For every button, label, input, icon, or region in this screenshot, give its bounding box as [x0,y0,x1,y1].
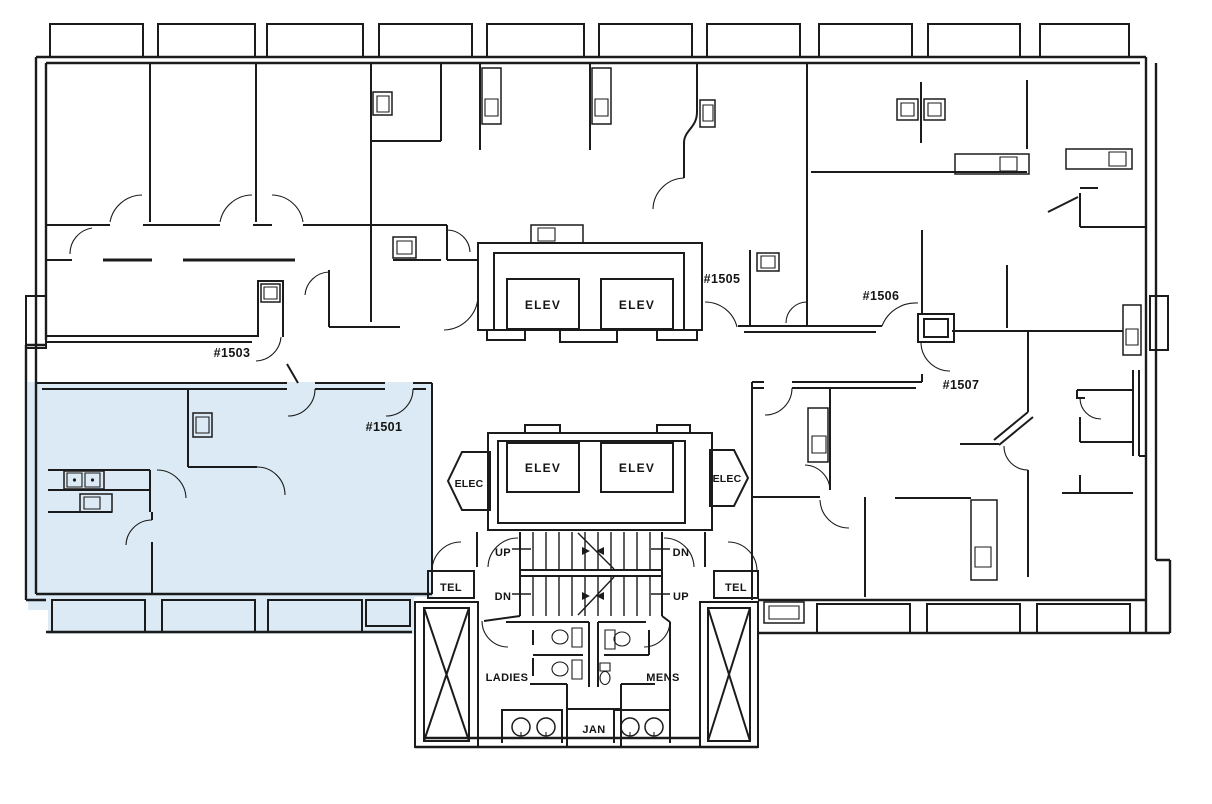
ladies-room-label: LADIES [486,672,529,684]
elevator-core-lower [446,424,750,531]
tel-label-left: TEL [440,582,462,594]
stair-enclosure-path [476,532,706,616]
janitor-closet [566,708,622,748]
toilet-bowl-icon [551,661,569,677]
toilet-tanks-path [571,627,616,680]
restroom-walls-path [483,615,671,743]
left-wing-walls-path [46,63,698,384]
labels: #1503 #1501 #1505 #1506 #1507 ELEV ELEV … [214,272,980,736]
elevator-label: ELEV [619,298,655,312]
lower-elevator-car-1 [506,442,580,493]
sink-dot-icon [72,478,77,482]
stairs-down-label: DN [495,591,512,603]
urinal-icon [599,670,611,686]
elec-label-right: ELEC [713,473,742,485]
lower-core-outline-path [487,424,713,531]
window-bays-path [25,23,1169,634]
fixture-inner-path [66,95,1139,620]
stairs-up-label: UP [673,591,689,603]
elevator-label: ELEV [525,461,561,475]
elec-label-left: ELEC [455,478,484,490]
sink-drains-path [520,732,655,736]
door-arcs-path [69,177,1102,648]
stairwell [476,532,706,616]
entry-box-path [917,313,955,343]
upper-core-outline-path [477,242,703,343]
stairs-up-label: UP [495,547,511,559]
sink-dot-icon [90,478,95,482]
upper-elevator-car-1 [506,278,580,330]
elevator-core-upper [477,242,703,343]
lower-elevator-car-2 [600,442,674,493]
toilet-bowl-icon [551,629,569,645]
stair-treads-path [512,532,670,616]
unit-label-1507: #1507 [943,378,980,392]
convector-fixtures [63,67,1142,624]
fixture-outer-path [63,67,1142,624]
toilet-bowl-icon [613,631,631,647]
upper-elevator-car-2 [600,278,674,330]
stair-direction-arrows [582,547,604,600]
service-shafts [414,570,759,748]
lavatory-sinks [511,717,664,737]
tel-closet-right [713,570,759,599]
unit-1501-highlight [28,382,433,634]
unit-label-1506: #1506 [863,289,900,303]
shaft-left-path [414,601,479,748]
stairs-down-label: DN [673,547,690,559]
shaft-right-path [699,601,759,748]
elec-closet-right [709,449,750,507]
janitor-label: JAN [582,724,605,736]
elec-closet-left [446,451,491,511]
door-swings [69,177,1102,648]
right-wing-walls-path [738,63,1146,600]
elevator-label: ELEV [619,461,655,475]
tel-label-right: TEL [725,582,747,594]
mens-room-label: MENS [646,672,679,684]
unit-label-1501: #1501 [366,420,403,434]
unit-label-1503: #1503 [214,346,251,360]
restrooms [483,615,671,748]
entry-vestibule-1507 [917,313,955,343]
interior-walls [36,63,1146,600]
toilet-fixtures [551,627,631,686]
unit-label-1505: #1505 [704,272,741,286]
elevator-label: ELEV [525,298,561,312]
tel-closet-left [427,570,475,599]
